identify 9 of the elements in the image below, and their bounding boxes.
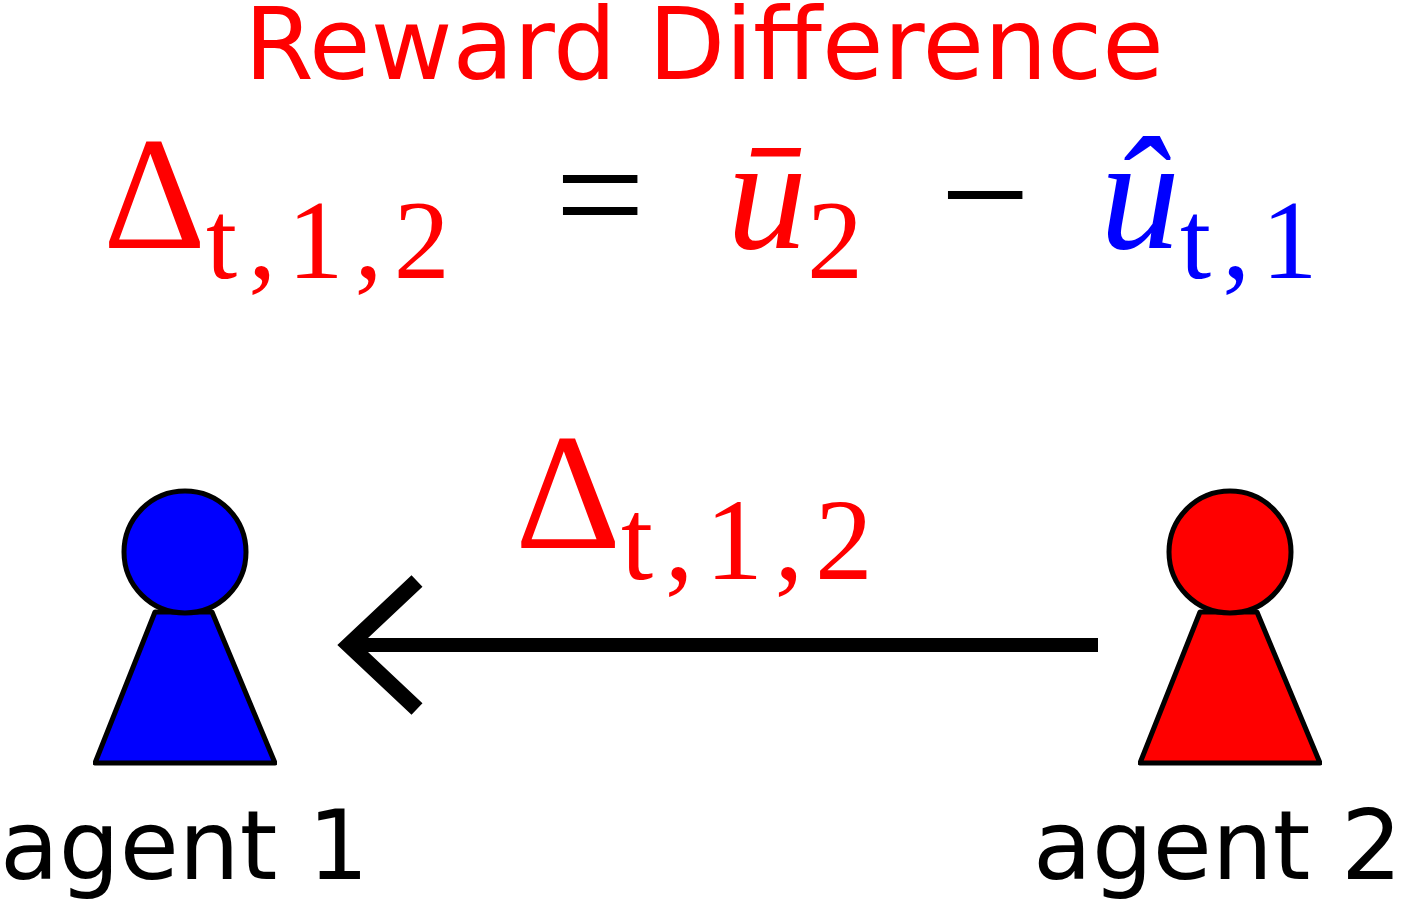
- diagram-title: Reward Difference: [243, 0, 1165, 90]
- agent-label: agent 1: [0, 791, 369, 903]
- formula-term: û$_{t,1}$: [1100, 114, 1330, 305]
- equals-sign: =: [555, 114, 647, 285]
- minus-sign: −: [940, 114, 1032, 285]
- formula-term: Δ$_{t,1,2}$: [103, 114, 462, 305]
- agent-label: agent 2: [1033, 791, 1402, 903]
- edge-label: Δ$_{t,1,2}$: [515, 410, 886, 607]
- formula-term: ū$_{2}$: [727, 114, 876, 305]
